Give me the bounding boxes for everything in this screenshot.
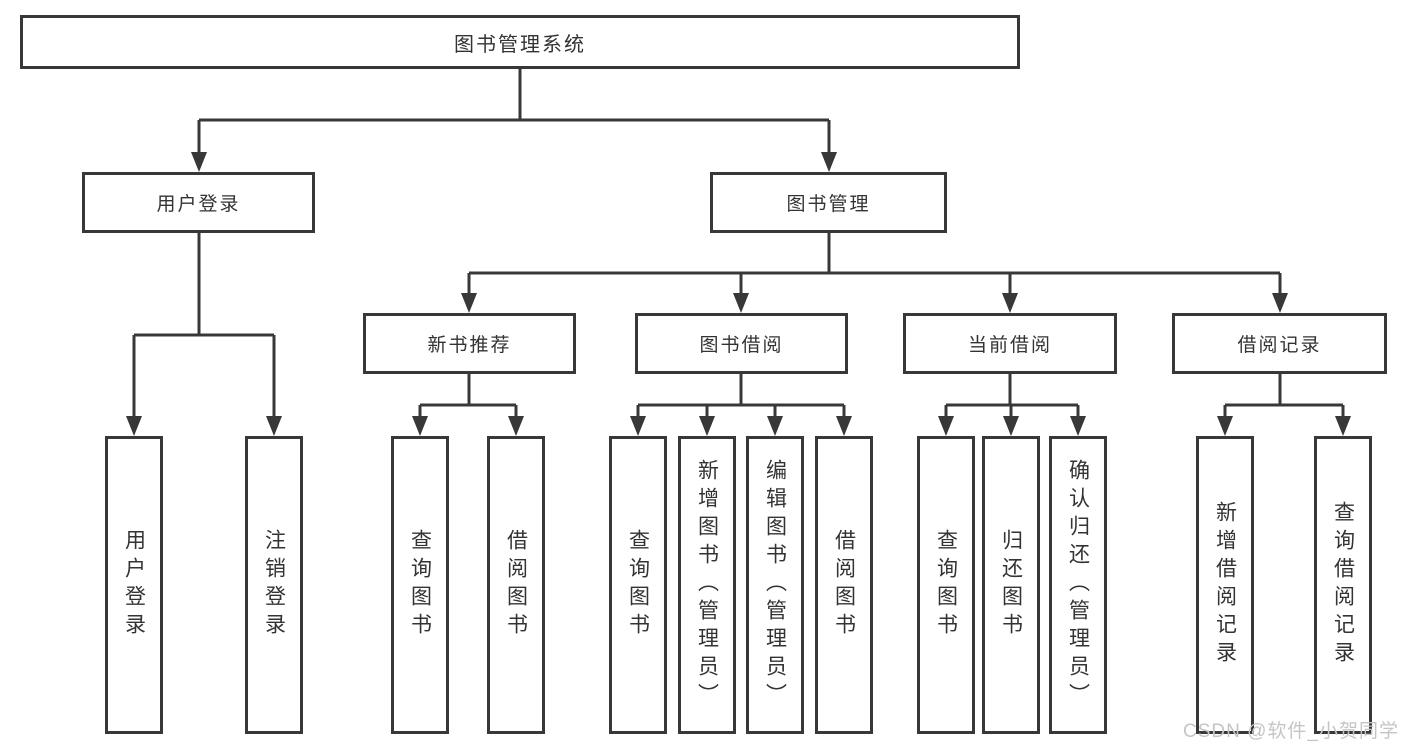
leaf-borrow-books-recommend-label: 借阅图书 — [504, 529, 528, 641]
leaf-query-books-borrow: 查询图书 — [609, 436, 667, 734]
node-library-system: 图书管理系统 — [20, 15, 1020, 69]
leaf-add-borrow-record: 新增借阅记录 — [1196, 436, 1254, 734]
leaf-query-books-borrow-label: 查询图书 — [626, 529, 650, 641]
node-book-borrowing: 图书借阅 — [635, 313, 848, 374]
leaf-return-books-label: 归还图书 — [999, 529, 1023, 641]
leaf-borrow-books-recommend: 借阅图书 — [487, 436, 545, 734]
leaf-borrow-books-label: 借阅图书 — [832, 529, 856, 641]
leaf-query-books-recommend: 查询图书 — [391, 436, 449, 734]
leaf-confirm-return-admin: 确认归还（管理员） — [1049, 436, 1107, 734]
leaf-query-books-current: 查询图书 — [917, 436, 975, 734]
watermark: CSDN @软件_小贺同学 — [1183, 721, 1399, 742]
leaf-logout: 注销登录 — [245, 436, 303, 734]
leaf-return-books: 归还图书 — [982, 436, 1040, 734]
leaf-borrow-books: 借阅图书 — [815, 436, 873, 734]
leaf-query-borrow-record-label: 查询借阅记录 — [1331, 501, 1355, 669]
leaf-add-books-admin: 新增图书（管理员） — [678, 436, 736, 734]
leaf-query-books-current-label: 查询图书 — [934, 529, 958, 641]
node-book-management: 图书管理 — [710, 172, 947, 233]
node-current-borrowing: 当前借阅 — [903, 313, 1117, 374]
leaf-user-login: 用户登录 — [105, 436, 163, 734]
leaf-add-books-admin-label: 新增图书（管理员） — [695, 459, 719, 711]
leaf-confirm-return-admin-label: 确认归还（管理员） — [1066, 459, 1090, 711]
leaf-query-borrow-record: 查询借阅记录 — [1314, 436, 1372, 734]
leaf-edit-books-admin: 编辑图书（管理员） — [746, 436, 804, 734]
leaf-user-login-label: 用户登录 — [122, 529, 146, 641]
leaf-edit-books-admin-label: 编辑图书（管理员） — [763, 459, 787, 711]
leaf-logout-label: 注销登录 — [262, 529, 286, 641]
node-new-book-recommend: 新书推荐 — [363, 313, 576, 374]
leaf-add-borrow-record-label: 新增借阅记录 — [1213, 501, 1237, 669]
node-borrowing-records: 借阅记录 — [1172, 313, 1387, 374]
leaf-query-books-recommend-label: 查询图书 — [408, 529, 432, 641]
node-user-login: 用户登录 — [82, 172, 315, 233]
